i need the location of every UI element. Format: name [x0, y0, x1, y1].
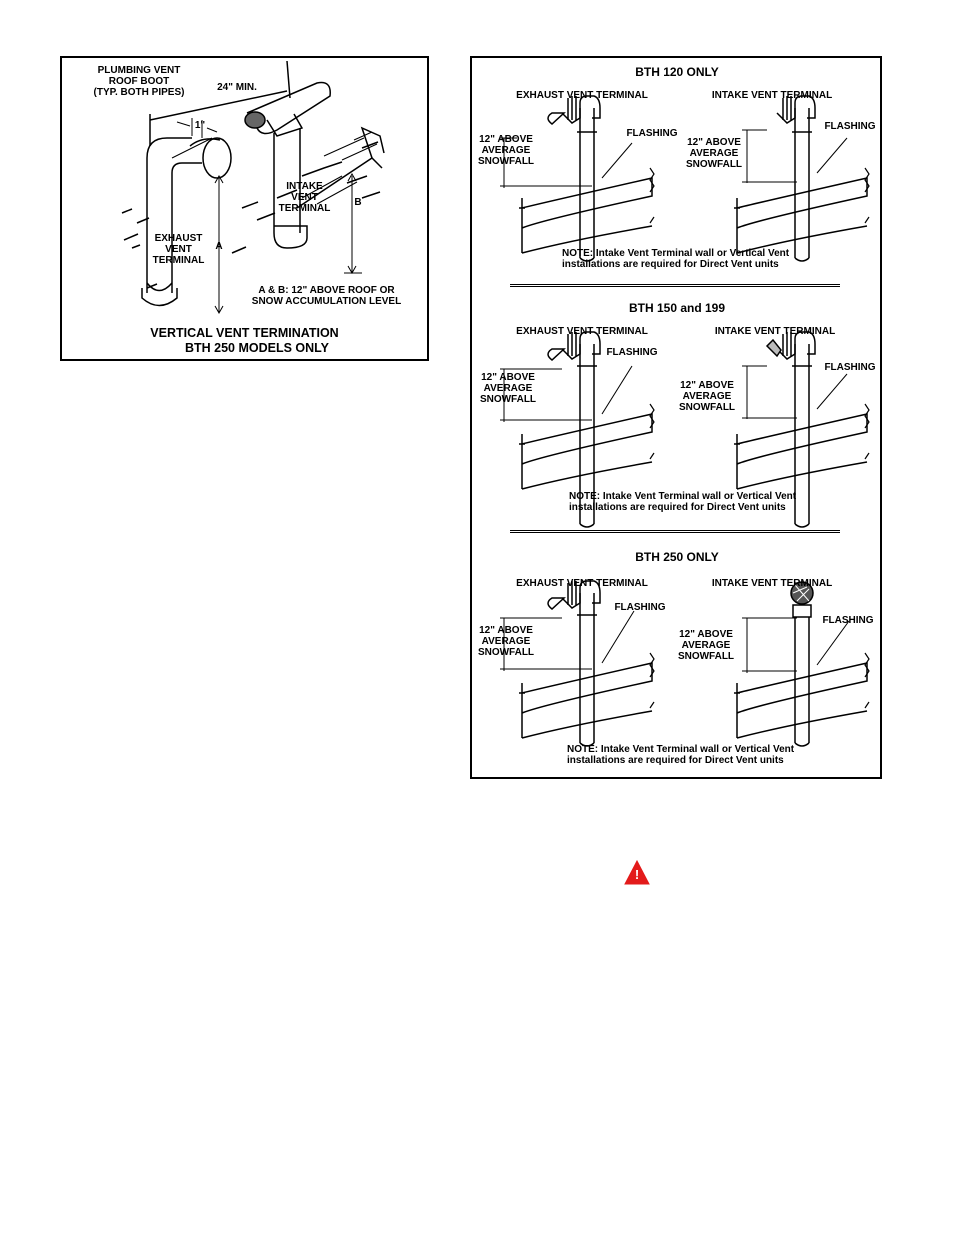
section-1-title: BTH 120 ONLY: [635, 65, 719, 79]
section-3-intake-header: INTAKE VENT TERMINAL: [711, 578, 833, 589]
plumbing-vent-label: PLUMBING VENT ROOF BOOT (TYP. BOTH PIPES…: [93, 65, 185, 98]
one-inch-label: 1": [194, 120, 206, 131]
exhaust-label: EXHAUST VENT TERMINAL: [152, 233, 205, 266]
vent-terminal-figure: BTH 120 ONLY EXHAUST VENT TERMINAL INTAK…: [470, 56, 882, 779]
dim-b-label: B: [354, 197, 362, 208]
section-1-flashing-right: FLASHING: [824, 121, 876, 132]
caption-line-2: BTH 250 MODELS ONLY: [184, 341, 329, 355]
section-2-exhaust-header: EXHAUST VENT TERMINAL: [516, 326, 648, 337]
section-2-snow-right: 12" ABOVE AVERAGE SNOWFALL: [678, 380, 736, 413]
ab-note: A & B: 12" ABOVE ROOF OR SNOW ACCUMULATI…: [251, 285, 402, 307]
section-3-snow-left: 12" ABOVE AVERAGE SNOWFALL: [477, 625, 535, 658]
vertical-vent-drawing: [121, 60, 385, 315]
min-24-label: 24" MIN.: [217, 82, 257, 93]
section-3-snow-right: 12" ABOVE AVERAGE SNOWFALL: [677, 629, 735, 662]
vent-terminal-drawings: [500, 95, 870, 747]
section-divider-1: [510, 284, 840, 287]
section-3-flashing-left: FLASHING: [614, 602, 666, 613]
section-3-title: BTH 250 ONLY: [635, 550, 719, 564]
section-divider-2: [510, 530, 840, 533]
warning-symbol: !: [634, 867, 640, 882]
section-2-flashing-left: FLASHING: [606, 347, 658, 358]
section-2-note: NOTE: Intake Vent Terminal wall or Verti…: [569, 491, 797, 513]
section-3-exhaust-header: EXHAUST VENT TERMINAL: [516, 578, 648, 589]
vertical-vent-figure: PLUMBING VENT ROOF BOOT (TYP. BOTH PIPES…: [60, 56, 429, 361]
section-2-intake-header: INTAKE VENT TERMINAL: [714, 326, 836, 337]
section-2-title: BTH 150 and 199: [628, 301, 726, 315]
section-2-snow-left: 12" ABOVE AVERAGE SNOWFALL: [479, 372, 537, 405]
section-1-intake-header: INTAKE VENT TERMINAL: [711, 90, 833, 101]
section-2-flashing-right: FLASHING: [824, 362, 876, 373]
section-3-note: NOTE: Intake Vent Terminal wall or Verti…: [567, 744, 795, 766]
section-1-flashing-left: FLASHING: [626, 128, 678, 139]
section-3-flashing-right: FLASHING: [822, 615, 874, 626]
section-1-snow-left: 12" ABOVE AVERAGE SNOWFALL: [477, 134, 535, 167]
section-1-note: NOTE: Intake Vent Terminal wall or Verti…: [562, 248, 790, 270]
caption-line-1: VERTICAL VENT TERMINATION: [150, 326, 339, 340]
intake-label: INTAKE VENT TERMINAL: [278, 181, 331, 214]
dim-a-label: A: [215, 241, 223, 252]
section-1-exhaust-header: EXHAUST VENT TERMINAL: [516, 90, 648, 101]
section-1-snow-right: 12" ABOVE AVERAGE SNOWFALL: [685, 137, 743, 170]
